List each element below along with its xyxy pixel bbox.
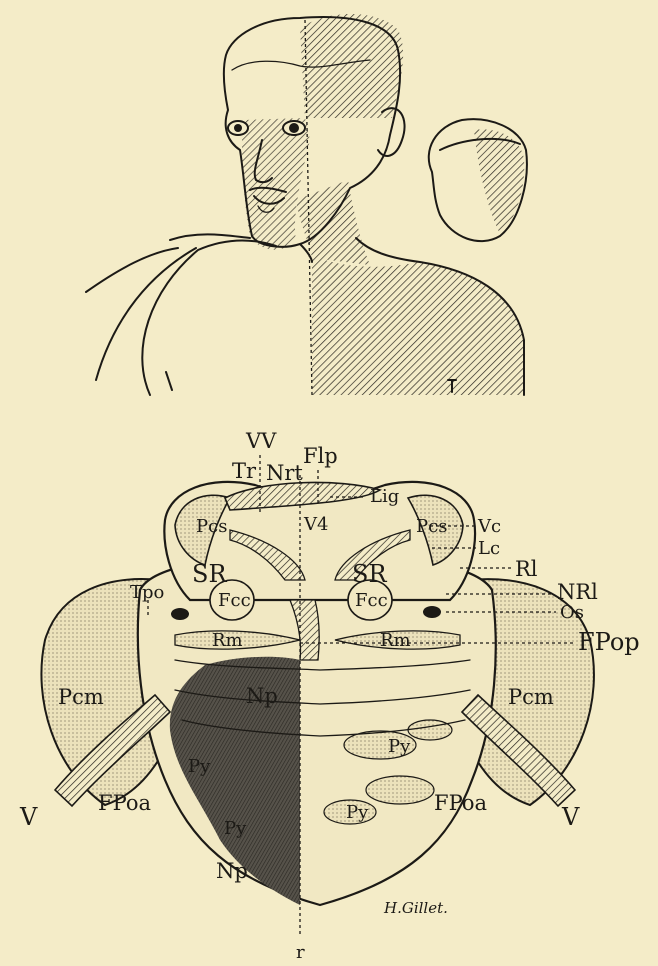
label-sr-left: SR [192, 560, 227, 588]
label-fcc-left: Fcc [218, 590, 251, 611]
label-np-lower: Np [216, 859, 248, 883]
label-fcc-right: Fcc [355, 590, 388, 611]
label-tr: Tr [232, 459, 257, 483]
label-v4: V4 [303, 514, 328, 535]
label-py-left-lower: Py [224, 818, 247, 839]
label-pcm-left: Pcm [58, 685, 104, 709]
label-lig: Lig [370, 486, 399, 507]
label-rm-right: Rm [380, 630, 411, 651]
label-pcm-right: Pcm [508, 685, 554, 709]
label-tpo: Tpo [130, 582, 164, 603]
label-fpoa-left: FPoa [98, 791, 151, 815]
label-vv: VV [245, 429, 277, 453]
tongue-inset [429, 119, 527, 241]
label-py-right-upper: Py [388, 736, 411, 757]
label-flp: Flp [303, 444, 338, 468]
label-py-left-upper: Py [188, 756, 211, 777]
hatched-scalp [300, 14, 403, 118]
label-np-upper: Np [246, 684, 278, 708]
hatched-trunk [312, 255, 524, 395]
label-nrl: NRl [557, 580, 598, 604]
label-v-left: V [19, 803, 38, 831]
label-os: Os [560, 602, 584, 623]
label-nrt: Nrt [266, 461, 303, 485]
label-fpoa-right: FPoa [434, 791, 487, 815]
label-r: r [296, 942, 305, 963]
hatched-face [242, 118, 310, 250]
label-vc: Vc [477, 516, 501, 537]
label-lc: Lc [478, 538, 500, 559]
patient-figure [86, 14, 527, 395]
label-rm-left: Rm [212, 630, 243, 651]
label-py-right-lower: Py [346, 802, 369, 823]
label-pcs-left: Pcs [196, 516, 227, 537]
label-fpop: FPop [578, 628, 640, 656]
label-rl: Rl [515, 557, 538, 581]
label-sr-right: SR [352, 560, 387, 588]
label-pcs-right: Pcs [416, 516, 447, 537]
artist-signature: H.Gillet. [383, 899, 448, 917]
label-v-right: V [561, 803, 580, 831]
